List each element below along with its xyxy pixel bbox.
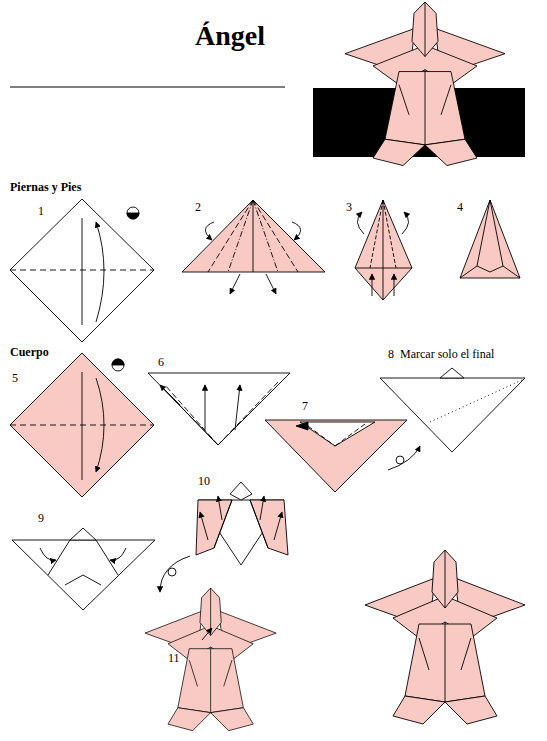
section-heading: Piernas y Pies xyxy=(10,181,81,193)
angel-step11 xyxy=(145,588,276,731)
step-number: 2 xyxy=(195,201,201,213)
step-figures xyxy=(10,199,525,610)
title-rule xyxy=(10,87,285,88)
step-number: 7 xyxy=(302,400,308,412)
step-number: 3 xyxy=(346,201,352,213)
angel-preview xyxy=(345,2,505,166)
angel-final xyxy=(365,550,525,724)
title: Ángel xyxy=(195,22,265,50)
step-number: 8 xyxy=(388,348,394,360)
section-heading: Cuerpo xyxy=(10,346,49,358)
step-number: 10 xyxy=(198,475,210,487)
step-number: 4 xyxy=(457,201,463,213)
step-number: 9 xyxy=(38,512,44,524)
step-number: 11 xyxy=(168,652,180,664)
step-number: 5 xyxy=(12,372,18,384)
step-number: 1 xyxy=(38,205,44,217)
step-number: 6 xyxy=(158,356,164,368)
step-note: Marcar solo el final xyxy=(400,348,494,360)
